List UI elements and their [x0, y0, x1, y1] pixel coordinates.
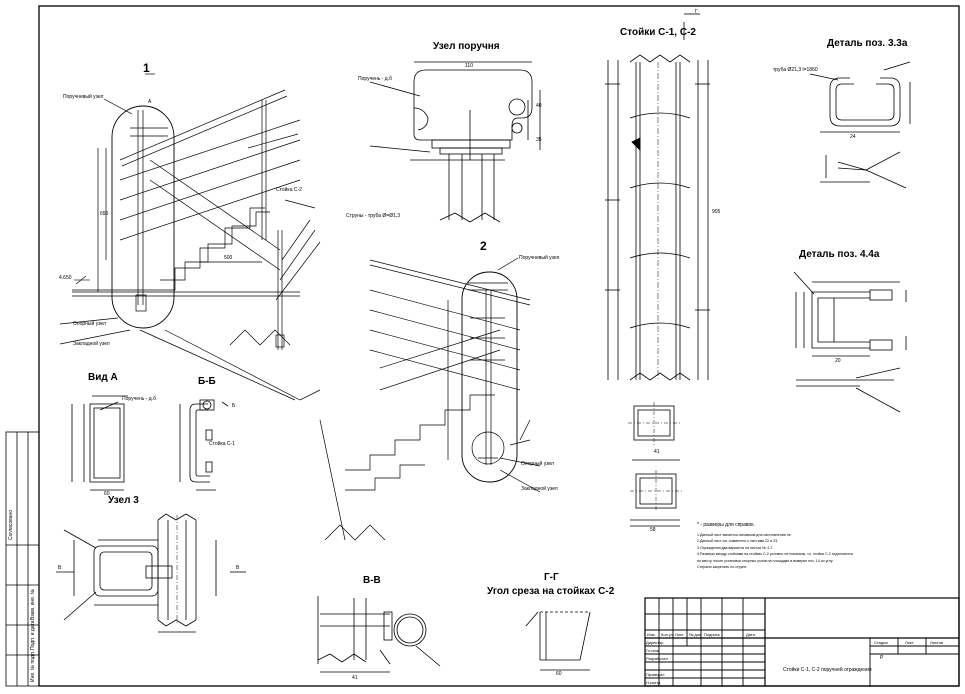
- sidebar-inv-dup: Взам. инв. №: [30, 589, 36, 620]
- view-1-number: 1: [143, 61, 150, 75]
- callout-post-c2: Стойка С-2: [276, 187, 302, 193]
- dim-handrail-width: 110: [465, 63, 473, 69]
- tb-header-date: Дата: [746, 632, 755, 637]
- section-gg-title: Г-Г: [544, 572, 559, 583]
- view-2-number: 2: [480, 239, 487, 253]
- tb-header-kol: Кол.уч: [661, 632, 673, 637]
- node-3-title: Узел 3: [108, 495, 139, 506]
- dim-post-width: 41: [654, 449, 660, 455]
- view-handrail-node: [369, 61, 541, 223]
- tb-header-list: Лист: [675, 632, 684, 637]
- callout-handrail-node: Поручневый узел: [63, 94, 104, 100]
- view-posts: [605, 13, 710, 527]
- note-line: 4.Размеры между стойками на стойках С-2 …: [697, 552, 853, 557]
- callout-handrail-tube: Поручень - д.б: [358, 76, 392, 82]
- section-mark-g: Г: [695, 9, 698, 15]
- sheet-frame: [38, 5, 960, 687]
- dim-view-a: 60: [104, 491, 110, 497]
- section-mark-v-right: В: [236, 565, 240, 571]
- note-line: 1.Данный лист является основным для изго…: [697, 533, 792, 537]
- section-vv-title: В-В: [363, 575, 381, 586]
- callout-fixing-node: Закладной узел: [73, 341, 110, 347]
- view-detail-33a: [809, 61, 911, 189]
- dim-step: 500: [224, 255, 233, 261]
- callout-strings: Струны - труба Ø=Ø1,3: [346, 213, 401, 219]
- tb-stage-header: Стадия: [874, 640, 888, 645]
- view-handrail-title: Узел поручня: [433, 41, 500, 52]
- view-a: [71, 395, 128, 491]
- section-bb-title: Б-Б: [198, 376, 216, 387]
- dim-handrail-height: 40: [536, 103, 542, 109]
- view-section-bb: [179, 399, 229, 491]
- section-mark-v-left: В: [58, 565, 62, 571]
- view-node-2: [319, 257, 541, 541]
- view-detail-44a: [793, 271, 907, 413]
- tb-role-developer: Разработал: [646, 656, 668, 661]
- callout-detail-tube: труба Ø21,3 l=1860: [773, 67, 818, 73]
- callout-support-node: Опорный узел: [73, 321, 106, 327]
- side-stamp: [5, 431, 40, 687]
- dim-detail-44a: 20: [835, 358, 841, 364]
- tb-role-director: Директор: [646, 640, 664, 645]
- callout-handrail-node-2: Поручневый узел: [519, 255, 560, 261]
- tb-drawing-title: Стойки С-1, С-2 поручней ограждения: [783, 667, 872, 673]
- dim-gg-length: 60: [556, 671, 562, 677]
- view-section-vv: [317, 596, 441, 673]
- detail-44a-title: Деталь поз. 4.4а: [799, 249, 880, 260]
- cut-angle-title: Угол среза на стойках С-2: [487, 586, 615, 597]
- dim-detail-33a: 24: [850, 134, 856, 140]
- tb-header-doc: № док: [689, 632, 701, 637]
- tb-role-checker: Проверил: [646, 672, 665, 677]
- callout-support-node-2: Опорный узел: [521, 461, 554, 467]
- tb-sheets-header: Листов: [930, 640, 943, 645]
- sidebar-agreed: Согласовано: [8, 509, 14, 540]
- dim-post-section-width: 58: [650, 527, 656, 533]
- callout-post-c1: Стойка С-1: [209, 441, 235, 447]
- tb-role-chief: Гл.инж.: [646, 648, 660, 653]
- height-mark: 4.650: [59, 275, 72, 281]
- view-section-gg: [525, 611, 591, 671]
- posts-title: Стойки С-1, С-2: [620, 27, 696, 38]
- sidebar-inv-orig: Инв. № подл.: [30, 650, 36, 682]
- tb-sheet-header: Лист: [905, 640, 914, 645]
- tb-header-sign: Подпись: [704, 632, 720, 637]
- tb-header-izm: Изм.: [647, 632, 656, 637]
- callout-fixing-node-2: Закладной узел: [521, 486, 558, 492]
- note-line: 3.Ограждения два варианта на листах № 4-…: [697, 545, 774, 550]
- view-node-3: [56, 513, 246, 633]
- general-notes: 1.Данный лист является основным для изго…: [697, 532, 947, 570]
- detail-33a-title: Деталь поз. 3.3а: [827, 38, 908, 49]
- dims-note: * - размеры для справок.: [697, 522, 755, 528]
- dim-vv-length: 41: [352, 675, 358, 681]
- note-line: Стержни закрепить по струне.: [697, 565, 748, 570]
- view-node-1: [59, 73, 321, 401]
- callout-handrail-tube-va: Поручень - д.б: [122, 396, 156, 402]
- tb-role-ncontrol: Н.контр.: [646, 680, 662, 685]
- title-block: [644, 597, 960, 687]
- view-mark-a: А: [148, 99, 152, 105]
- view-a-title: Вид А: [88, 372, 118, 383]
- sidebar-sign-date: Подп. и дата: [30, 620, 36, 650]
- dim-post-height: 905: [712, 209, 721, 215]
- note-line: по месту, после установки опорных узлов …: [697, 558, 834, 563]
- dim-node1-height: 650: [100, 211, 109, 217]
- section-mark-b: Б: [232, 403, 236, 409]
- note-line: 2.Данный лист см. совместно с листами 22…: [697, 539, 779, 544]
- dim-handrail-gap: 35: [536, 137, 542, 143]
- tb-stage-value: Р: [880, 655, 884, 661]
